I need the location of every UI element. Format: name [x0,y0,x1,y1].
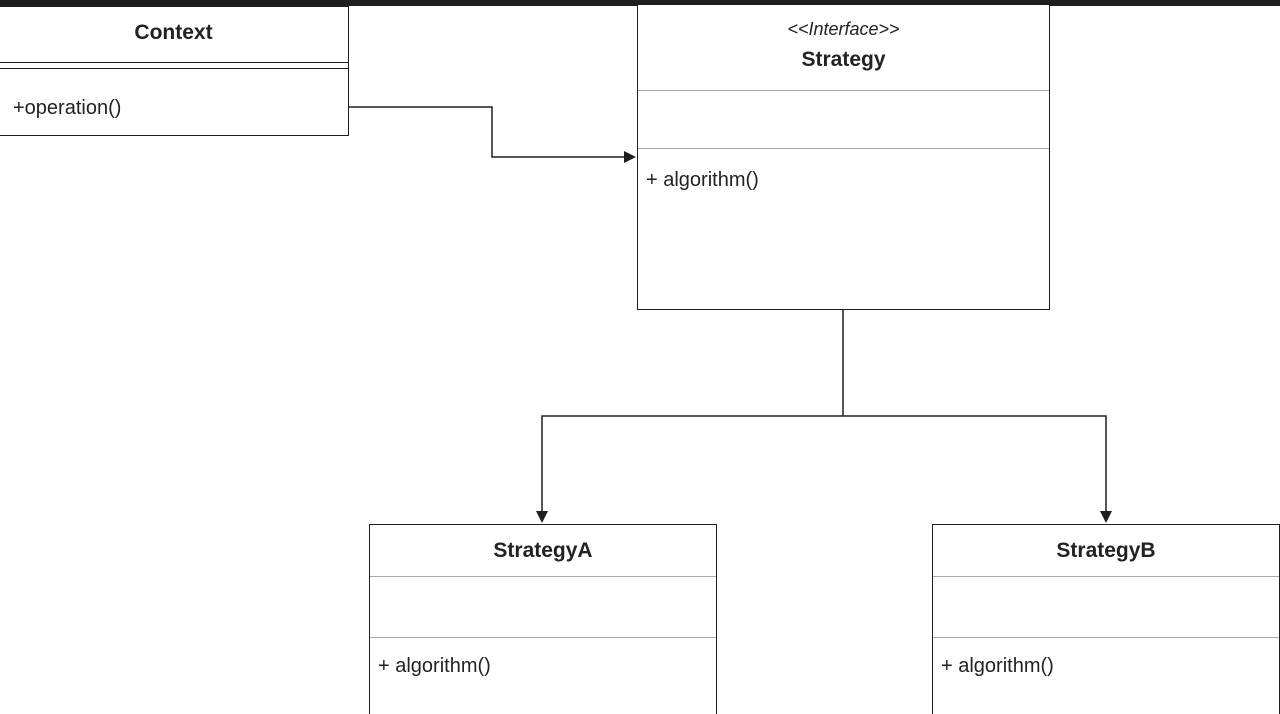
class-strategy-b[interactable]: StrategyB + algorithm() [932,524,1280,714]
class-method: + algorithm() [378,655,491,677]
class-name: StrategyB [1056,539,1156,562]
class-divider [0,62,348,63]
top-bar [0,0,1280,6]
class-divider [370,576,716,577]
class-divider [370,637,716,638]
strategy-to-strategyb-arrow [843,415,1112,523]
class-divider [933,576,1279,577]
class-name: StrategyA [493,539,593,562]
class-name: Context [134,21,213,44]
class-divider [638,148,1049,149]
class-method: + algorithm() [941,655,1054,677]
class-divider [638,90,1049,91]
class-name: Strategy [801,48,886,71]
context-to-strategy-arrow [348,106,636,163]
class-method: + algorithm() [646,169,759,191]
strategy-to-strategya-arrow [536,415,843,523]
class-strategy[interactable]: <<Interface>> Strategy + algorithm() [637,4,1050,310]
class-divider [0,68,348,69]
class-method: +operation() [13,97,122,119]
class-divider [933,637,1279,638]
class-context[interactable]: Context +operation() [0,6,349,136]
class-stereotype: <<Interface>> [787,19,900,39]
class-strategy-a[interactable]: StrategyA + algorithm() [369,524,717,714]
